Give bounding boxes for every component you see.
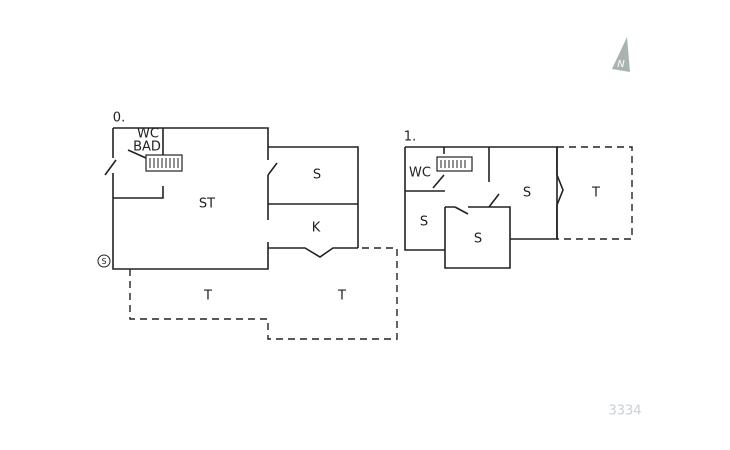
room-wc: WC (137, 127, 159, 142)
room-st: ST (199, 197, 215, 212)
floor1-walls (404, 146, 564, 269)
room-s: S (474, 232, 482, 247)
stair-icon (97, 254, 111, 268)
radiator-icon (145, 154, 183, 172)
room-k: K (312, 221, 321, 236)
floor0-terrace (129, 247, 398, 340)
wc-door (432, 174, 445, 189)
floor0-walls (104, 127, 359, 270)
terrace-1: T (203, 289, 212, 304)
floor0-label: 0. (113, 111, 125, 126)
room-door (454, 206, 469, 215)
terrace-2: T (337, 289, 346, 304)
bedroom-wall (488, 147, 500, 208)
room-s: S (420, 215, 428, 230)
room-s: S (523, 186, 531, 201)
floor1-terrace (557, 146, 633, 240)
stair-symbol: S (101, 257, 106, 266)
terrace: T (591, 186, 600, 201)
room-bad: BAD (133, 140, 161, 155)
svg-text:N: N (617, 59, 625, 70)
plan-code: 3334 (608, 404, 641, 419)
entry-door (104, 159, 117, 176)
room-s: S (313, 168, 321, 183)
room-wc: WC (409, 166, 431, 181)
floor1-label: 1. (404, 130, 416, 145)
bedroom-door (267, 162, 278, 176)
north-arrow-icon: N (612, 37, 630, 72)
bath-door (127, 149, 147, 159)
radiator-icon (436, 156, 473, 172)
